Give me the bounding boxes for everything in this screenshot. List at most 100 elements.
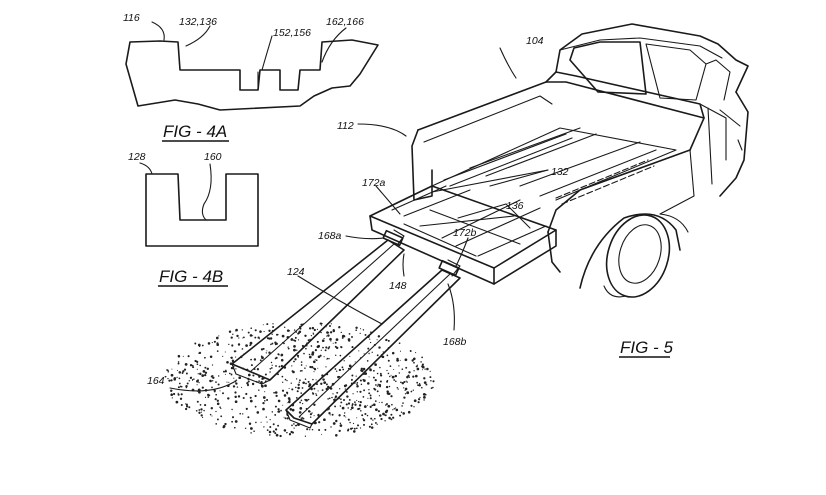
ground-speck (228, 330, 232, 334)
ground-speck (300, 399, 303, 402)
ground-speck (370, 417, 373, 420)
fig-4b-caption: FIG - 4B (159, 267, 223, 286)
ground-speck (362, 418, 365, 420)
ground-speck (215, 393, 218, 396)
ground-speck (421, 386, 423, 389)
ground-speck (314, 359, 316, 361)
ground-speck (227, 397, 230, 400)
ground-speck (270, 361, 273, 364)
ground-speck (270, 343, 272, 346)
ground-speck (375, 408, 378, 412)
ground-speck (380, 353, 383, 356)
ground-speck (228, 343, 230, 346)
ground-speck (358, 404, 362, 407)
ground-speck (175, 400, 179, 404)
ground-speck (218, 335, 220, 337)
ground-speck (364, 333, 367, 336)
ground-speck (362, 370, 364, 372)
ground-speck (353, 430, 356, 433)
ground-speck (304, 435, 307, 437)
ground-speck (348, 398, 351, 401)
ground-speck (277, 399, 281, 403)
ground-speck (286, 336, 290, 339)
ground-speck (409, 350, 412, 352)
ground-speck (326, 357, 329, 360)
label-168a: 168a (318, 230, 342, 242)
ground-speck (201, 386, 204, 389)
ground-speck (399, 414, 402, 417)
ground-speck (323, 337, 325, 340)
ground-speck (235, 379, 238, 381)
ground-speck (339, 405, 342, 407)
ground-speck (243, 336, 245, 339)
ground-speck (336, 391, 339, 394)
ground-speck (386, 403, 388, 405)
ground-speck (232, 333, 234, 336)
ground-speck (310, 345, 313, 347)
ground-speck (207, 396, 210, 398)
ground-speck (297, 386, 300, 390)
ground-speck (387, 372, 390, 375)
ground-speck (184, 363, 188, 366)
ground-speck (360, 383, 363, 386)
ground-speck (429, 370, 431, 372)
ground-speck (278, 370, 280, 373)
ground-speck (235, 356, 237, 358)
ground-speck (412, 389, 414, 391)
ground-speck (339, 422, 342, 425)
ground-speck (334, 354, 337, 357)
ground-speck (241, 329, 243, 331)
ground-speck (309, 338, 311, 341)
ground-speck (341, 393, 343, 396)
ground-speck (199, 364, 201, 367)
ground-speck (381, 355, 385, 359)
ground-speck (258, 389, 260, 391)
ground-speck (264, 384, 267, 388)
ground-speck (286, 379, 288, 382)
ground-speck (274, 405, 277, 408)
ground-speck (196, 400, 199, 403)
ground-speck (413, 357, 416, 361)
ground-speck (376, 372, 379, 375)
fig-4b-profile (139, 162, 259, 247)
ground-speck (379, 380, 382, 383)
ground-speck (274, 432, 277, 435)
ground-speck (379, 414, 382, 417)
ground-speck (370, 331, 372, 334)
ground-speck (309, 365, 312, 369)
ground-speck (368, 392, 371, 395)
ground-speck (215, 381, 217, 383)
ground-speck (340, 401, 343, 404)
ground-speck (263, 426, 265, 428)
ground-speck (321, 394, 323, 396)
label-148: 148 (389, 280, 407, 292)
ground-speck (262, 396, 266, 399)
ground-speck (229, 362, 233, 365)
ground-speck (280, 353, 284, 357)
ground-speck (332, 422, 336, 425)
ground-speck (235, 368, 237, 370)
ground-speck (305, 407, 308, 410)
ground-speck (291, 388, 294, 391)
ground-speck (177, 392, 179, 394)
ground-speck (350, 408, 352, 411)
ground-speck (348, 333, 351, 335)
ground-speck (272, 423, 275, 426)
ground-speck (413, 406, 415, 408)
ground-speck (391, 375, 395, 379)
ground-speck (385, 338, 388, 342)
ground-speck (422, 369, 423, 371)
ground-speck (299, 370, 302, 372)
ground-speck (308, 327, 312, 330)
ground-speck (187, 355, 190, 358)
ground-speck (233, 426, 236, 429)
ground-speck (314, 349, 317, 352)
ground-speck (274, 413, 277, 416)
ground-speck (338, 429, 341, 433)
ground-speck (338, 368, 342, 372)
ground-speck (283, 366, 287, 369)
ground-speck (206, 393, 210, 397)
ground-speck (351, 403, 354, 406)
ground-speck (277, 424, 280, 427)
